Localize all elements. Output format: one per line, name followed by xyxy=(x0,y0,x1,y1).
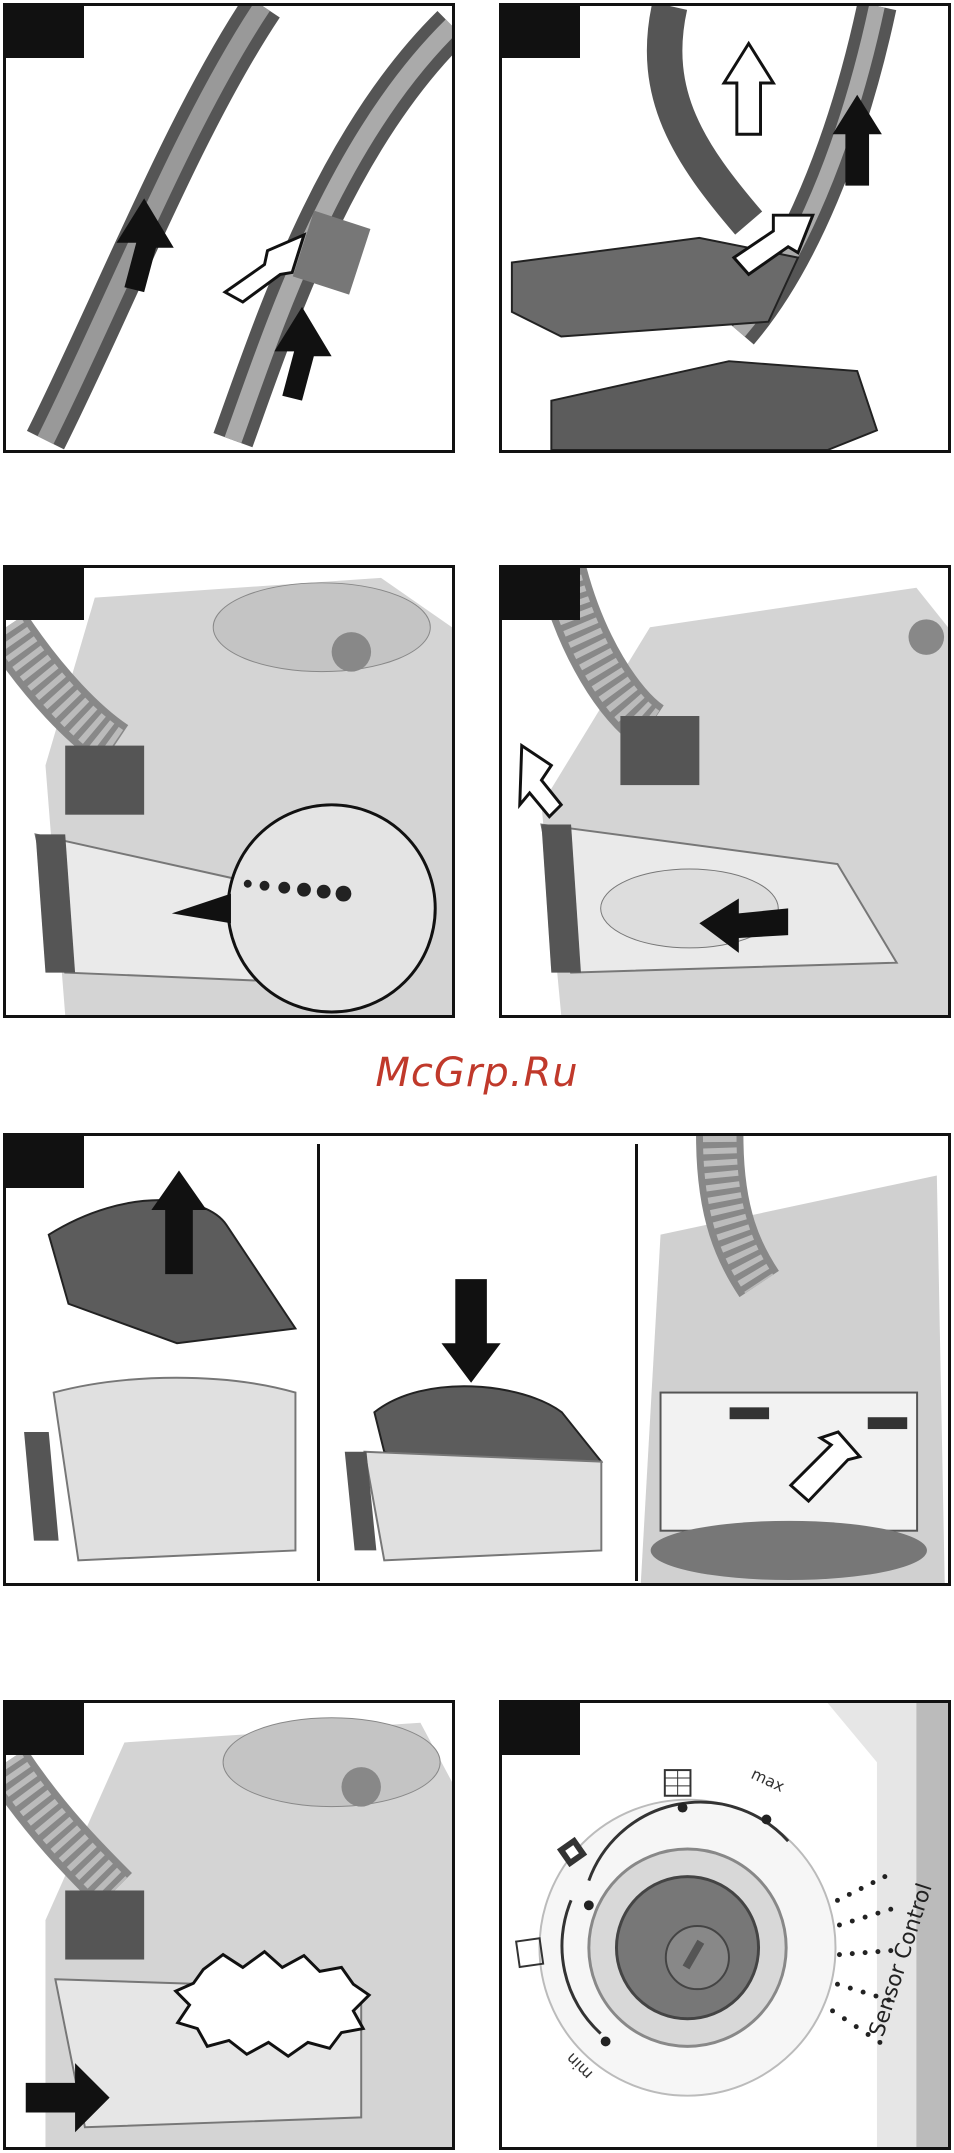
figure-panel-1 xyxy=(3,3,455,453)
dustbox-icon xyxy=(24,1378,295,1561)
step-number-tab xyxy=(6,6,84,58)
step-number-tab xyxy=(502,6,580,58)
filter-removal-illustration xyxy=(6,1136,948,1583)
floor-nozzle-icon xyxy=(512,238,877,450)
step-number-tab xyxy=(502,1703,580,1755)
step-number-tab xyxy=(6,568,84,620)
vacuum-dustbox-removal-illustration xyxy=(502,568,948,1015)
arrow-up-icon xyxy=(724,43,773,134)
panel-divider xyxy=(317,1144,320,1581)
figure-panel-6 xyxy=(3,1700,455,2150)
vacuum-click-illustration xyxy=(6,1703,452,2147)
dial-max-label: max xyxy=(748,1764,787,1796)
watermark: McGrp.Ru xyxy=(0,1050,954,1096)
step-number-tab xyxy=(502,568,580,620)
step-number-tab xyxy=(6,1703,84,1755)
dustbox-icon xyxy=(345,1452,602,1561)
parquet-icon xyxy=(665,1770,691,1796)
arrow-down-icon xyxy=(441,1279,500,1383)
suction-dial-illustration: max min Sensor Control xyxy=(502,1703,948,2147)
floor-nozzle-illustration xyxy=(502,6,948,450)
figure-panel-7: max min Sensor Control xyxy=(499,1700,951,2150)
telescopic-tube-illustration xyxy=(6,6,452,450)
magnifier-circle xyxy=(228,805,435,1012)
figure-panel-2 xyxy=(499,3,951,453)
figure-panel-4 xyxy=(499,565,951,1018)
arrow-down-icon xyxy=(520,746,561,817)
panel-divider xyxy=(635,1144,638,1581)
dial-icon xyxy=(540,1800,836,2096)
figure-panel-3 xyxy=(3,565,455,1018)
step-number-tab xyxy=(6,1136,84,1188)
figure-panel-5 xyxy=(3,1133,951,1586)
vacuum-dustbox-level-illustration xyxy=(6,568,452,1015)
